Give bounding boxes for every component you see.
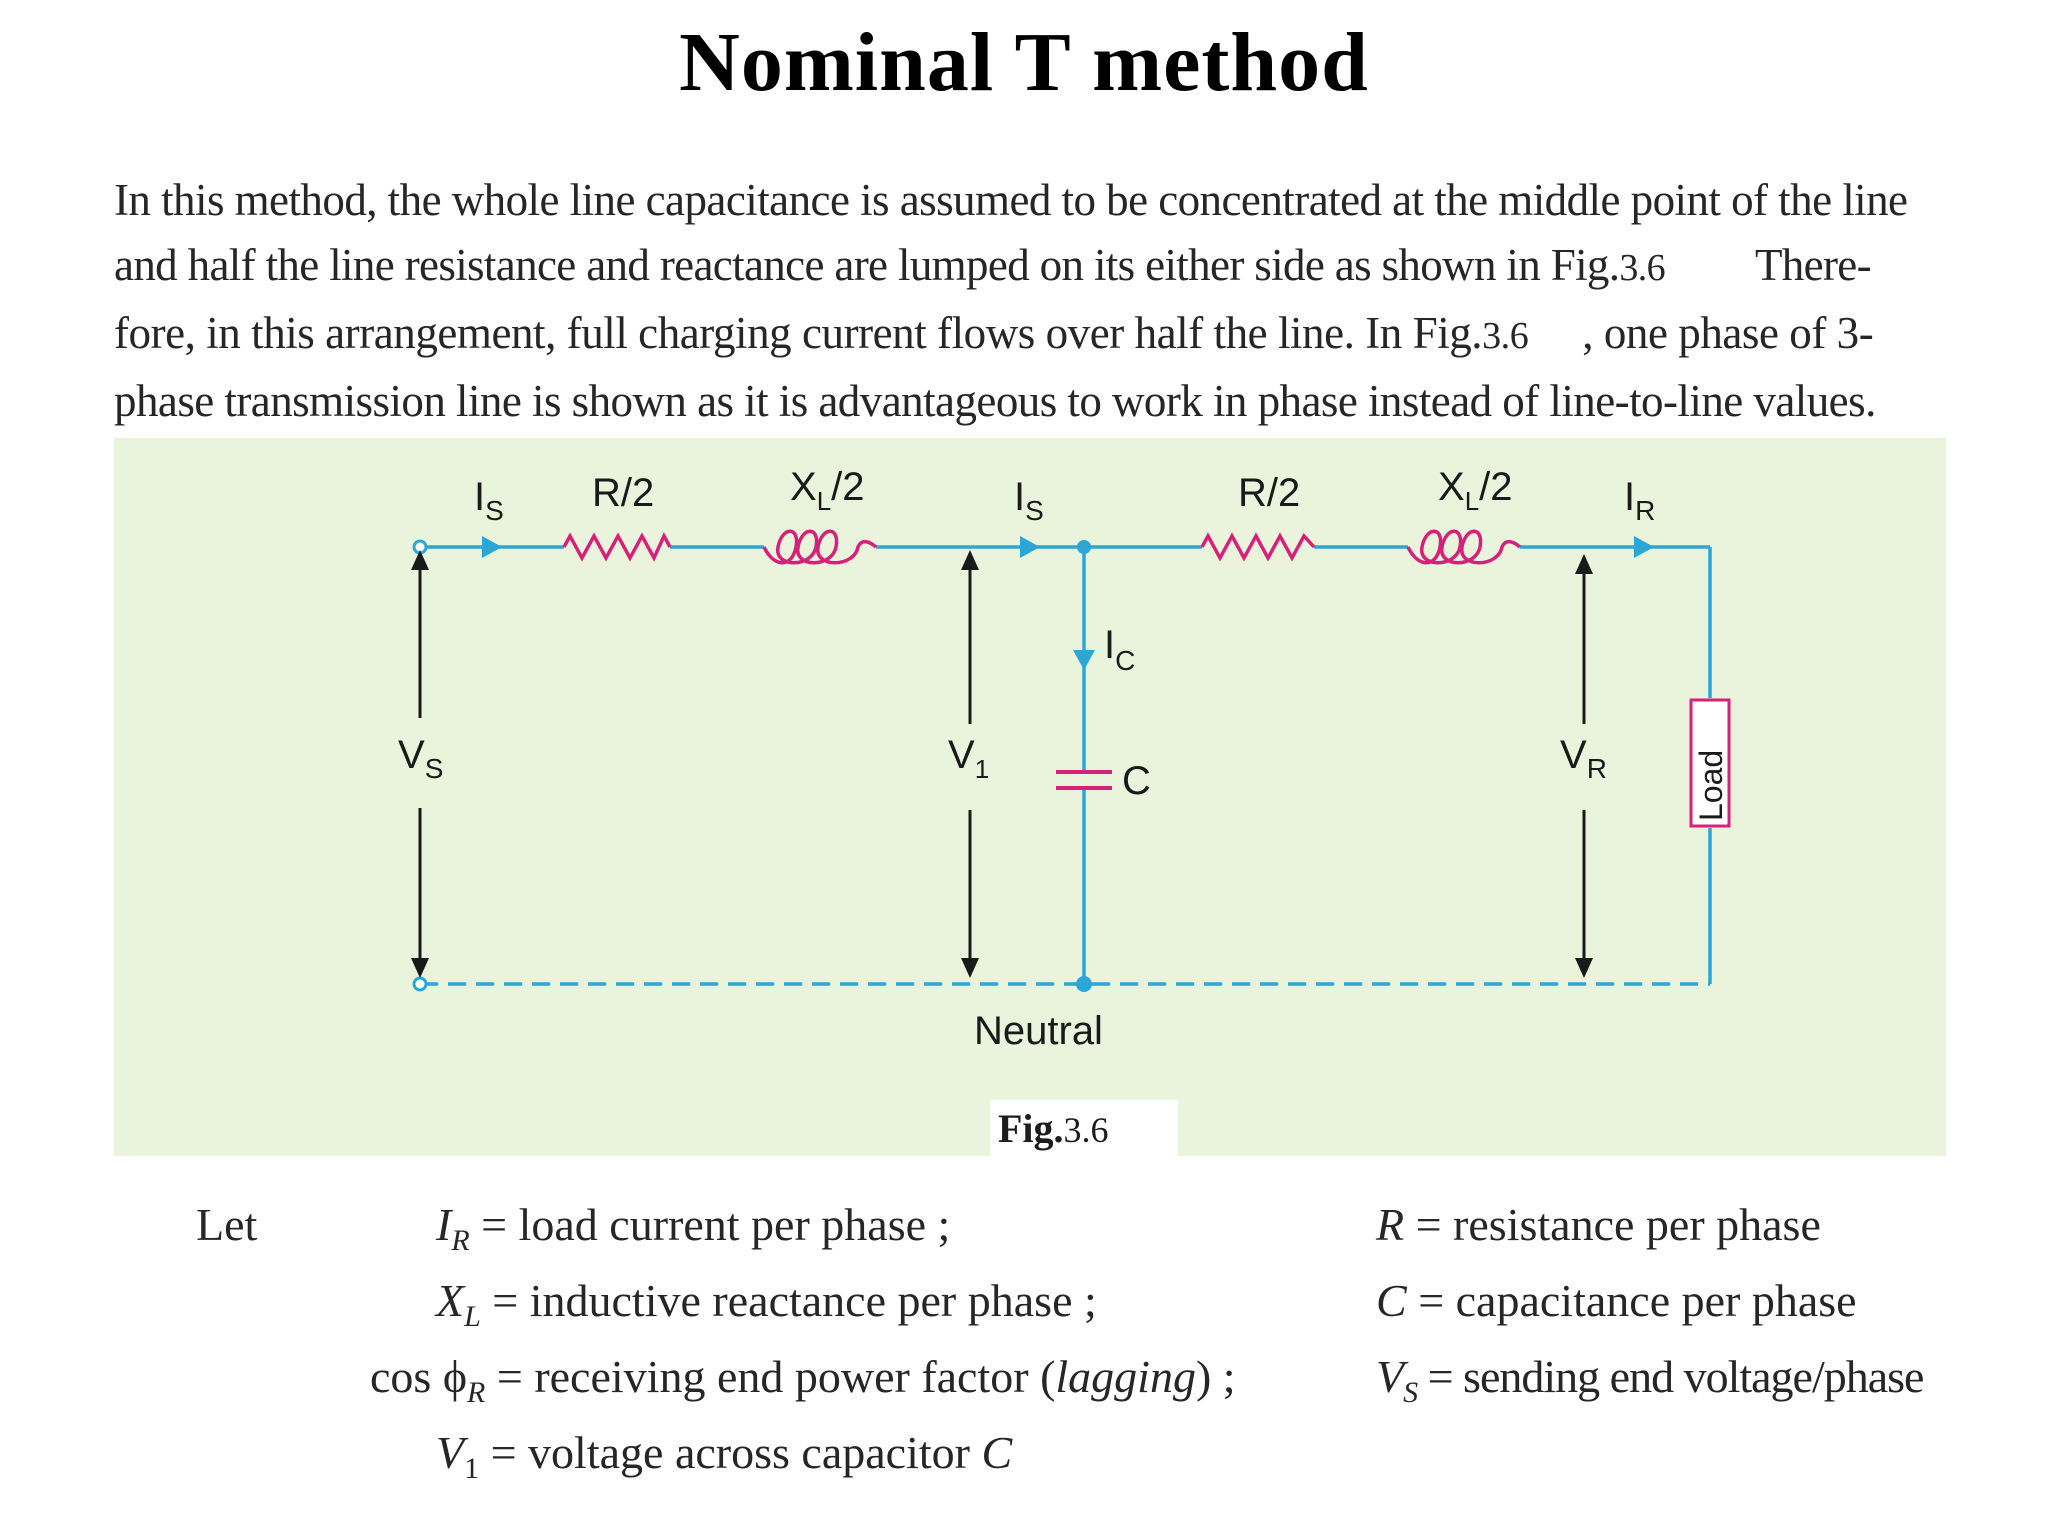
paragraph-line-2-text: and half the line resistance and reactan… <box>114 240 1620 290</box>
label-is-mid: IS <box>1014 475 1044 526</box>
label-load: Load <box>1693 750 1729 821</box>
paragraph-line-1: In this method, the whole line capacitan… <box>114 175 1908 225</box>
resistor-right <box>1200 532 1316 562</box>
vs-arrowhead-bottom <box>411 958 429 978</box>
v1-arrowhead-top <box>961 550 979 570</box>
label-xl-right: XL/2 <box>1438 465 1513 516</box>
definition-power-factor: cos ϕR = receiving end power factor (lag… <box>370 1351 1236 1409</box>
intro-paragraph: In this method, the whole line capacitan… <box>114 168 1944 434</box>
paragraph-line-3-end: , one phase of 3- <box>1582 308 1874 358</box>
circuit-diagram: IS R/2 XL/2 IS R/2 XL/2 IR IC VS V1 C VR… <box>398 465 1731 1053</box>
load-box <box>1689 698 1731 828</box>
definition-v1: V1 = voltage across capacitor C <box>436 1427 1013 1485</box>
capacitor <box>1056 770 1112 790</box>
figure-caption: Fig.3.6 <box>990 1100 1178 1158</box>
current-arrow-is-left <box>482 536 502 558</box>
v1-arrowhead-bottom <box>961 958 979 978</box>
figure-ref: 3.6 <box>1482 315 1529 357</box>
label-is-left: IS <box>474 475 504 526</box>
definition-r: R = resistance per phase <box>1376 1199 1821 1250</box>
definitions: Let IR = load current per phase ; XL = i… <box>0 1192 2048 1492</box>
vr-arrowhead-top <box>1575 554 1593 574</box>
resistor-left <box>562 532 672 562</box>
top-wire <box>418 545 1712 984</box>
label-r-right: R/2 <box>1238 471 1300 515</box>
paragraph-line-3: fore, in this arrangement, full charging… <box>114 301 1944 369</box>
current-arrow-is-mid <box>1020 536 1040 558</box>
current-arrow-ic <box>1073 650 1095 670</box>
label-ic: IC <box>1104 623 1135 676</box>
figure-caption-number: 3.6 <box>1063 1110 1109 1150</box>
let-label: Let <box>196 1199 258 1250</box>
definition-c: C = capacitance per phase <box>1376 1275 1857 1326</box>
paragraph-line-2-end: There- <box>1754 240 1872 290</box>
label-vs: VS <box>398 733 443 784</box>
paragraph-line-4: phase transmission line is shown as it i… <box>114 376 1876 426</box>
label-vr: VR <box>1560 733 1607 784</box>
inductor-left <box>762 529 878 565</box>
vs-arrowhead-top <box>411 550 429 570</box>
definition-vs: VS = sending end voltage/phase <box>1376 1351 1924 1409</box>
paragraph-line-3-text: fore, in this arrangement, full charging… <box>114 308 1483 358</box>
figure-ref: 3.6 <box>1619 247 1665 289</box>
label-xl-left: XL/2 <box>790 465 865 516</box>
neutral-junction-dot <box>1076 976 1092 992</box>
current-arrow-ir <box>1634 536 1654 558</box>
sending-terminal-bottom <box>412 976 428 992</box>
label-r-left: R/2 <box>592 471 654 515</box>
label-c: C <box>1122 759 1151 803</box>
label-ir: IR <box>1624 475 1655 526</box>
figure-caption-prefix: Fig. <box>998 1106 1064 1151</box>
label-neutral: Neutral <box>974 1009 1103 1053</box>
label-v1: V1 <box>948 733 989 784</box>
junction-dot <box>1077 540 1091 554</box>
paragraph-line-2: and half the line resistance and reactan… <box>114 233 1944 301</box>
inductor-right <box>1406 529 1522 565</box>
vr-arrowhead-bottom <box>1575 958 1593 978</box>
definition-xl: XL = inductive reactance per phase ; <box>436 1275 1097 1333</box>
circuit-figure: IS R/2 XL/2 IS R/2 XL/2 IR IC VS V1 C VR… <box>114 438 1946 1156</box>
page-title: Nominal T method <box>679 16 1369 109</box>
definition-ir: IR = load current per phase ; <box>436 1199 951 1257</box>
